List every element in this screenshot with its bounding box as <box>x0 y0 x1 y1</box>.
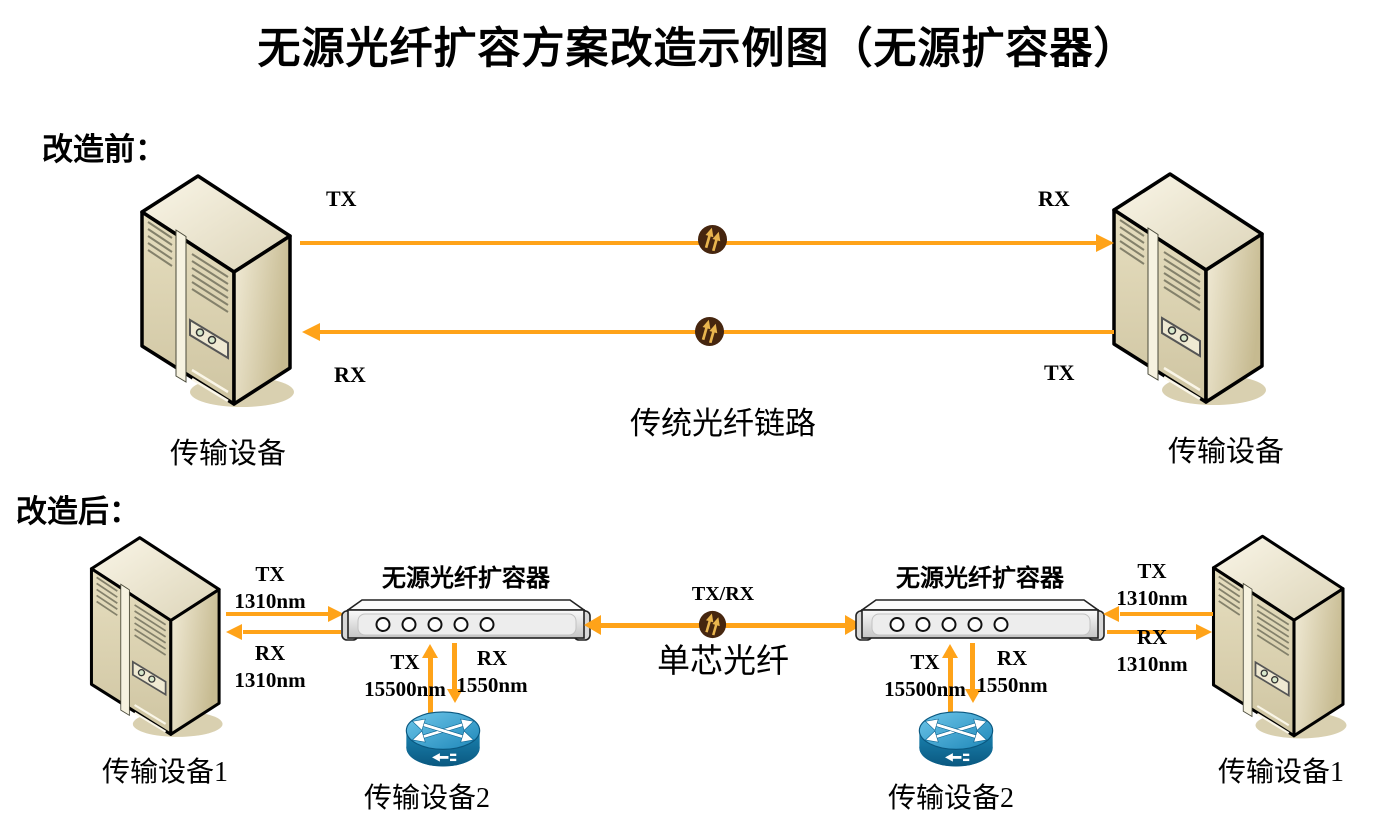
before-top-tx-label: TX <box>326 186 357 211</box>
right-link-rx-labels: RX 1310nm <box>1102 624 1202 678</box>
after-right-device-label: 传输设备1 <box>1217 757 1344 788</box>
fiber-line <box>243 630 341 634</box>
tx-wavelength: 15500nm <box>364 677 446 701</box>
arrowhead-left-icon <box>302 323 320 341</box>
left-drop-tx-labels: TX 15500nm <box>355 649 455 703</box>
fiber-line <box>428 656 433 714</box>
right-router-label: 传输设备2 <box>887 783 1014 814</box>
fiber-line <box>452 643 457 691</box>
fiber-line <box>226 612 328 616</box>
after-section-label: 改造后： <box>16 494 140 529</box>
left-link-tx-labels: TX 1310nm <box>220 561 320 615</box>
arrowhead-right-icon <box>328 606 344 622</box>
rx-wavelength: 1310nm <box>234 668 306 692</box>
fiber-line <box>948 656 953 714</box>
single-fiber-label: 单芯光纤 <box>657 644 789 680</box>
tx-label: TX <box>1137 559 1167 583</box>
rx-label: RX <box>996 646 1028 670</box>
before-section-label: 改造前： <box>42 132 166 167</box>
before-bottom-rx-label: RX <box>334 362 366 387</box>
right-expander-label: 无源光纤扩容器 <box>896 565 1064 592</box>
router-icon <box>404 708 482 772</box>
right-drop-rx-labels: RX 1550nm <box>962 645 1062 699</box>
fiber-splice-icon <box>697 224 728 255</box>
arrowhead-left-icon <box>226 624 242 640</box>
tx-wavelength: 1310nm <box>234 589 306 613</box>
after-left-device-label: 传输设备1 <box>101 757 228 788</box>
server-icon <box>1210 528 1350 744</box>
server-icon <box>1110 168 1270 408</box>
left-drop-rx-labels: RX 1550nm <box>442 645 542 699</box>
arrowhead-up-icon <box>942 644 958 658</box>
tx-label: TX <box>910 650 940 674</box>
fiber-line <box>1120 612 1213 616</box>
arrowhead-down-icon <box>447 689 463 703</box>
right-drop-tx-labels: TX 15500nm <box>875 649 975 703</box>
arrowhead-up-icon <box>422 644 438 658</box>
server-icon <box>136 170 300 410</box>
arrowhead-right-icon <box>1196 624 1212 640</box>
left-link-rx-labels: RX 1310nm <box>220 640 320 694</box>
tx-label: TX <box>255 562 285 586</box>
before-left-device-label: 传输设备 <box>169 438 286 470</box>
arrowhead-left-icon <box>1103 606 1119 622</box>
page-title: 无源光纤扩容方案改造示例图（无源扩容器） <box>257 26 1138 73</box>
fiber-line <box>1107 630 1197 634</box>
expander-device-icon <box>341 598 591 642</box>
arrowhead-right-icon <box>1096 234 1114 252</box>
arrowhead-down-icon <box>965 689 981 703</box>
middle-txrx-label: TX/RX <box>691 583 755 605</box>
before-bottom-tx-label: TX <box>1044 360 1075 385</box>
right-link-tx-labels: TX 1310nm <box>1102 558 1202 612</box>
rx-label: RX <box>476 646 508 670</box>
rx-wavelength: 1310nm <box>1116 652 1188 676</box>
tx-label: TX <box>390 650 420 674</box>
rx-wavelength: 1550nm <box>456 673 528 697</box>
router-icon <box>917 708 995 772</box>
before-top-rx-label: RX <box>1038 186 1070 211</box>
server-icon <box>88 528 226 744</box>
before-right-device-label: 传输设备 <box>1167 436 1284 468</box>
fiber-line <box>970 643 975 691</box>
tx-wavelength: 15500nm <box>884 677 966 701</box>
traditional-link-label: 传统光纤链路 <box>630 406 816 441</box>
rx-wavelength: 1550nm <box>976 673 1048 697</box>
expander-device-icon <box>855 598 1105 642</box>
left-router-label: 传输设备2 <box>363 783 490 814</box>
left-expander-label: 无源光纤扩容器 <box>382 565 550 592</box>
rx-label: RX <box>254 641 286 665</box>
arrowhead-left-icon <box>584 615 601 635</box>
fiber-splice-icon <box>694 316 725 347</box>
rx-label: RX <box>1136 625 1168 649</box>
tx-wavelength: 1310nm <box>1116 586 1188 610</box>
